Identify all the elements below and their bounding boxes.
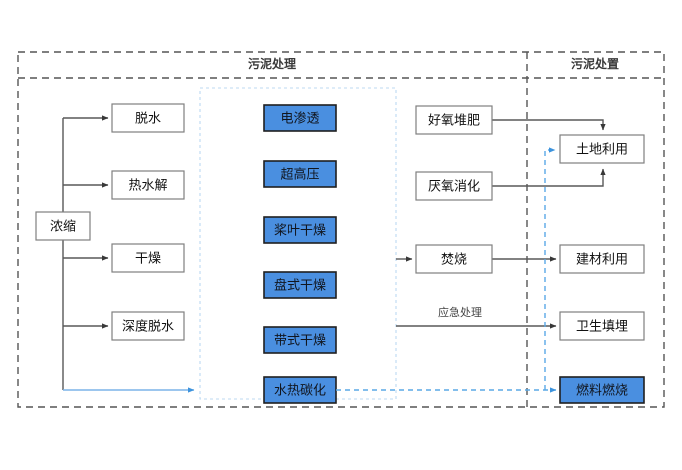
node-drying-box[interactable] xyxy=(111,243,185,273)
node-paddle-drying-label: 桨叶干燥 xyxy=(274,222,326,237)
mid-right-connectors: 应急处理 xyxy=(336,119,606,393)
node-electro-osmosis-box[interactable] xyxy=(263,104,337,132)
node-aerobic-composting-label: 好氧堆肥 xyxy=(428,112,480,127)
node-land-use-box[interactable] xyxy=(559,134,645,164)
node-land-use[interactable]: 土地利用 xyxy=(559,134,645,164)
node-anaerobic-digestion-label: 厌氧消化 xyxy=(428,178,480,193)
node-sanitary-landfill-box[interactable] xyxy=(559,311,645,341)
edge-hydrothermal-to-land-use xyxy=(544,147,556,390)
group-title-disposal: 污泥处置 xyxy=(571,56,619,71)
node-electro-osmosis-label: 电渗透 xyxy=(280,110,319,125)
panel-group xyxy=(17,51,665,408)
node-dewater-label: 脱水 xyxy=(135,110,161,125)
node-anaerobic-digestion[interactable]: 厌氧消化 xyxy=(415,171,493,201)
node-deep-dewater[interactable]: 深度脱水 xyxy=(111,311,185,341)
node-dewater-box[interactable] xyxy=(111,103,185,133)
group-title-treatment: 污泥处理 xyxy=(248,56,296,71)
node-disc-drying[interactable]: 盘式干燥 xyxy=(263,271,337,299)
node-hydrothermal-carbonization[interactable]: 水热碳化 xyxy=(263,376,337,404)
node-thermal-hydrolysis-box[interactable] xyxy=(111,170,185,200)
node-thicken-box[interactable] xyxy=(35,211,91,241)
left-connectors xyxy=(62,115,195,393)
node-hydrothermal-carbonization-label: 水热碳化 xyxy=(274,382,326,397)
node-hydrothermal-carbonization-box[interactable] xyxy=(263,376,337,404)
node-fuel-combustion-box[interactable] xyxy=(559,376,645,404)
inner-panel-border xyxy=(199,87,397,400)
node-belt-drying-label: 带式干燥 xyxy=(274,332,326,347)
node-thicken-label: 浓缩 xyxy=(50,218,76,233)
node-aerobic-composting[interactable]: 好氧堆肥 xyxy=(415,105,493,135)
node-thermal-hydrolysis[interactable]: 热水解 xyxy=(111,170,185,200)
node-disc-drying-box[interactable] xyxy=(263,271,337,299)
edge-label-emergency: 应急处理 xyxy=(438,305,482,319)
node-anaerobic-digestion-box[interactable] xyxy=(415,171,493,201)
node-electro-osmosis[interactable]: 电渗透 xyxy=(263,104,337,132)
node-ultra-high-pressure-box[interactable] xyxy=(263,160,337,188)
node-building-material-use[interactable]: 建材利用 xyxy=(559,244,645,274)
node-thermal-hydrolysis-label: 热水解 xyxy=(128,177,167,192)
edge-aerobic-composting-to-land-use xyxy=(492,119,606,131)
node-deep-dewater-label: 深度脱水 xyxy=(122,318,174,333)
node-ultra-high-pressure[interactable]: 超高压 xyxy=(263,160,337,188)
node-belt-drying-box[interactable] xyxy=(263,326,337,354)
node-land-use-label: 土地利用 xyxy=(576,141,628,156)
node-building-material-use-label: 建材利用 xyxy=(576,251,628,266)
node-paddle-drying[interactable]: 桨叶干燥 xyxy=(263,216,337,244)
node-fuel-combustion-label: 燃料燃烧 xyxy=(576,382,628,397)
node-ultra-high-pressure-label: 超高压 xyxy=(280,166,319,181)
node-incineration-box[interactable] xyxy=(415,244,493,274)
node-paddle-drying-box[interactable] xyxy=(263,216,337,244)
node-thicken[interactable]: 浓缩 xyxy=(35,211,91,241)
node-disc-drying-label: 盘式干燥 xyxy=(274,277,326,292)
edge-anaerobic-digestion-to-land-use xyxy=(492,168,606,187)
node-belt-drying[interactable]: 带式干燥 xyxy=(263,326,337,354)
node-aerobic-composting-box[interactable] xyxy=(415,105,493,135)
node-sanitary-landfill-label: 卫生填埋 xyxy=(576,318,628,333)
node-sanitary-landfill[interactable]: 卫生填埋 xyxy=(559,311,645,341)
node-deep-dewater-box[interactable] xyxy=(111,311,185,341)
node-incineration-label: 焚烧 xyxy=(441,251,467,266)
node-incineration[interactable]: 焚烧 xyxy=(415,244,493,274)
node-drying[interactable]: 干燥 xyxy=(111,243,185,273)
outer-panel-border xyxy=(17,51,665,408)
node-dewater[interactable]: 脱水 xyxy=(111,103,185,133)
node-drying-label: 干燥 xyxy=(135,250,161,265)
node-fuel-combustion[interactable]: 燃料燃烧 xyxy=(559,376,645,404)
node-building-material-use-box[interactable] xyxy=(559,244,645,274)
